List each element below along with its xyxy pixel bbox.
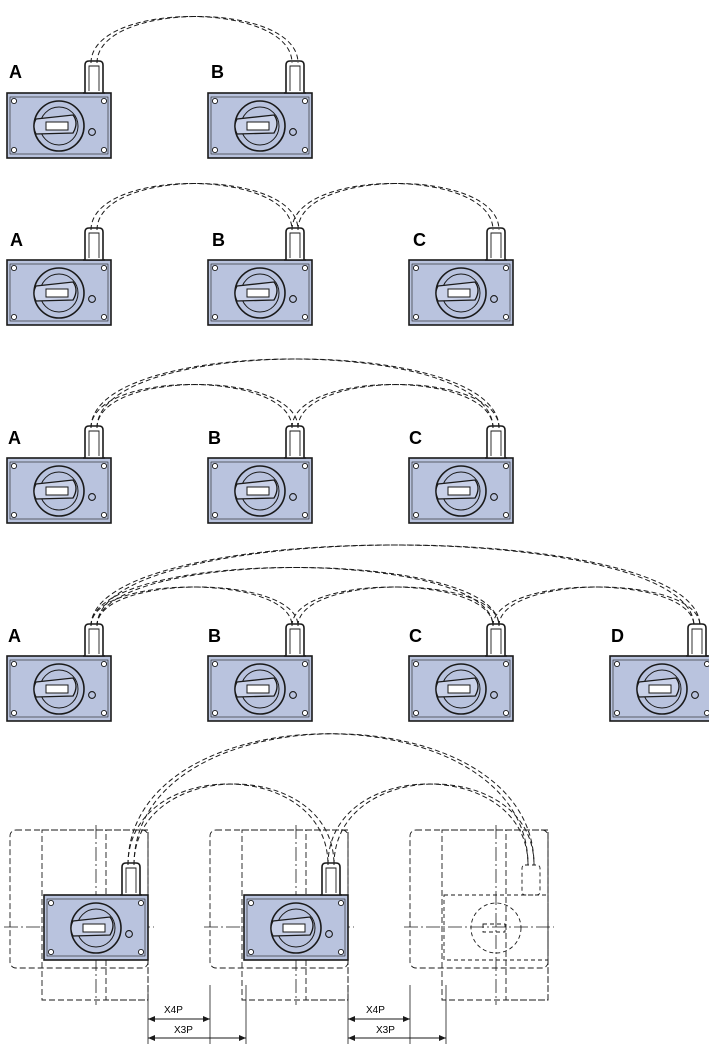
switch-a [6,259,112,326]
switch-a [6,655,112,722]
switch-b [207,92,313,159]
interlock-cable [90,544,701,627]
interlock-post-b [283,425,307,459]
interlock-cable [90,16,299,64]
switch-label-d: D [611,626,624,646]
interlock-cable [90,384,299,429]
switch-label-c: C [413,230,426,250]
switch-b [207,259,313,326]
dimension-label-x4p: X4P [366,1005,385,1016]
switch [243,894,349,961]
enclosure-outline [505,829,549,1001]
switch-label-c: C [409,626,422,646]
interlock-post-a [82,623,106,657]
switch-label-c: C [409,428,422,448]
switch-b [207,457,313,524]
interlock-post [319,862,343,896]
interlock-cable [127,733,535,866]
interlock-cable [127,783,335,866]
dimension-label-x4p: X4P [164,1005,183,1016]
interlock-cable [327,783,535,866]
interlock-post-c [484,227,508,261]
interlock-cable [90,586,299,627]
switch-label-a: A [10,230,23,250]
dimension-label-x3p: X3P [174,1025,193,1036]
interlock-post-d [685,623,709,657]
optional-switch [443,864,549,961]
switch-label-b: B [208,626,221,646]
switch [43,894,149,961]
dimension-x3p [148,1035,246,1041]
dimension-drawing [4,733,554,1044]
interlock-post-b [283,60,307,94]
switch-c [408,655,514,722]
dimension-label-x3p: X3P [376,1025,395,1036]
switch-label-a: A [8,428,21,448]
switch-label-b: B [212,230,225,250]
interlock-post-a [82,227,106,261]
interlock-cable [90,183,299,231]
interlock-post [119,862,143,896]
interlock-post-b [283,623,307,657]
dimension-x4p [348,1016,410,1022]
interlock-cable [291,384,500,429]
interlock-post-c [484,623,508,657]
dimension-x3p [348,1035,446,1041]
switch-label-a: A [8,626,21,646]
switch-c [408,259,514,326]
interlock-cable [291,183,500,231]
enclosure-outline [441,829,549,1001]
switch-c [408,457,514,524]
interlock-cable [291,586,500,627]
switch-b [207,655,313,722]
interlock-post-b [283,227,307,261]
interlock-cable [90,358,500,429]
interlock-cable [492,586,701,627]
switch-d [609,655,709,722]
switch-label-a: A [9,62,22,82]
dimension-x4p [148,1016,210,1022]
switch-a [6,92,112,159]
interlock-post-c [484,425,508,459]
interlock-cable [90,567,500,627]
switch-a [6,457,112,524]
switch-label-b: B [208,428,221,448]
switch-label-b: B [211,62,224,82]
interlock-post-a [82,60,106,94]
interlock-post-a [82,425,106,459]
